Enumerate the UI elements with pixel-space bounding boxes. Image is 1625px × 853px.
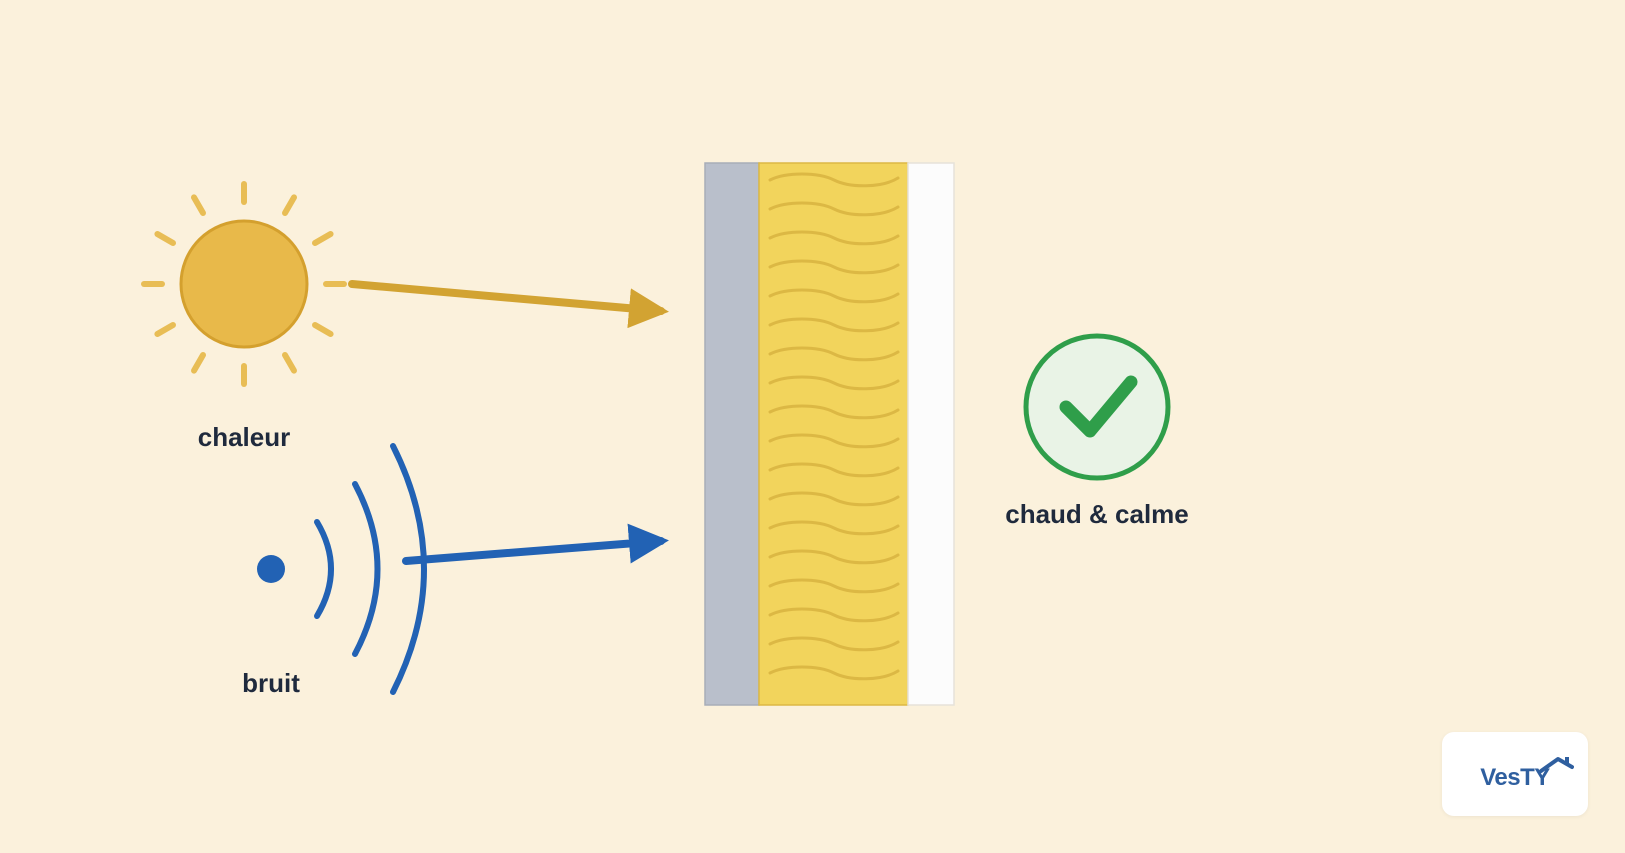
heat-label: chaleur: [198, 422, 291, 452]
insulation-wave: [768, 578, 900, 594]
check-icon: [1023, 333, 1171, 481]
sun-ray: [312, 231, 334, 246]
insulation-wave: [768, 607, 900, 623]
insulation-wave: [768, 230, 900, 246]
insulation-wave: [768, 491, 900, 507]
heat-arrow: [348, 280, 669, 329]
sun-ray: [312, 322, 334, 337]
insulation-wave: [768, 404, 900, 420]
insulation-wave: [768, 462, 900, 478]
insulation-wave: [768, 375, 900, 391]
insulation-wave: [768, 259, 900, 275]
insulation-wave: [768, 172, 900, 188]
insulation-wave: [768, 317, 900, 333]
concrete-layer: [704, 162, 760, 706]
insulation-wave: [768, 636, 900, 652]
sun-ray: [282, 352, 297, 374]
sun-ray: [282, 194, 297, 216]
insulation-wave: [768, 520, 900, 536]
result-label: chaud & calme: [1005, 499, 1189, 529]
insulation-wave: [768, 549, 900, 565]
insulated-wall: [704, 162, 955, 706]
logo-card: VesTY: [1442, 732, 1588, 816]
house-roof-icon: [1539, 757, 1574, 773]
insulation-wave: [768, 665, 900, 681]
sun-icon: [141, 181, 347, 387]
insulation-wave: [768, 201, 900, 217]
insulation-wave: [768, 346, 900, 362]
insulation-wave: [768, 288, 900, 304]
sun-ray: [154, 322, 176, 337]
plaster-layer: [907, 162, 955, 706]
sun-ray: [191, 194, 206, 216]
sun-ray: [154, 231, 176, 246]
sound-source-dot: [257, 555, 285, 583]
noise-arrow: [402, 523, 669, 565]
sun-ray: [191, 352, 206, 374]
insulation-wave: [768, 433, 900, 449]
insulation-wave-pattern: [768, 172, 900, 681]
insulation-layer: [758, 162, 909, 706]
sound-waves-icon: [257, 443, 427, 695]
noise-label: bruit: [242, 668, 300, 698]
logo: VesTY: [1480, 764, 1550, 791]
